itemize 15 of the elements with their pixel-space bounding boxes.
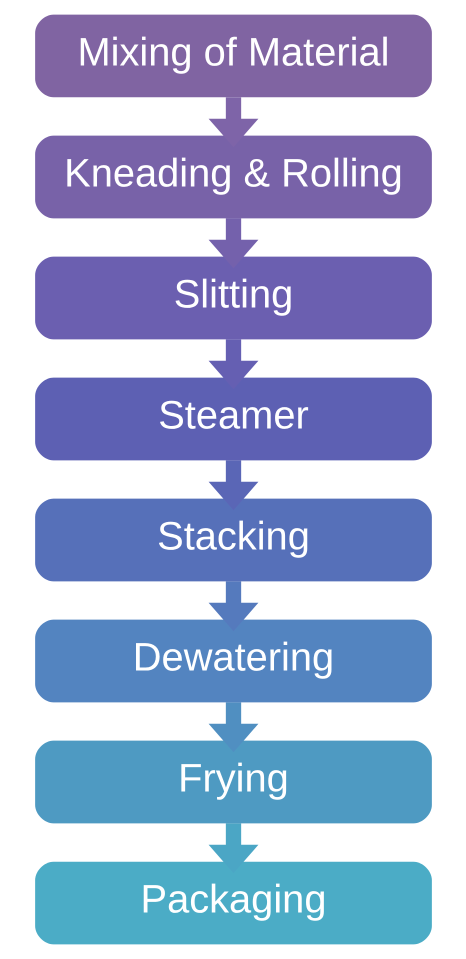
arrow (208, 581, 258, 632)
node-box: Kneading & Rolling (34, 136, 432, 218)
arrow (208, 339, 258, 390)
arrow (208, 824, 258, 874)
node-box: Dewatering (34, 620, 432, 702)
node-box: Slitting (34, 256, 432, 340)
arrow (208, 702, 258, 752)
node-box: Mixing of Material (34, 14, 432, 98)
node-box: Steamer (34, 378, 432, 460)
node-box: Packaging (34, 862, 432, 944)
node-box: Stacking (34, 498, 432, 582)
arrow (208, 97, 258, 148)
arrow (208, 218, 258, 268)
node-box: Frying (34, 740, 432, 824)
arrow (208, 460, 258, 510)
